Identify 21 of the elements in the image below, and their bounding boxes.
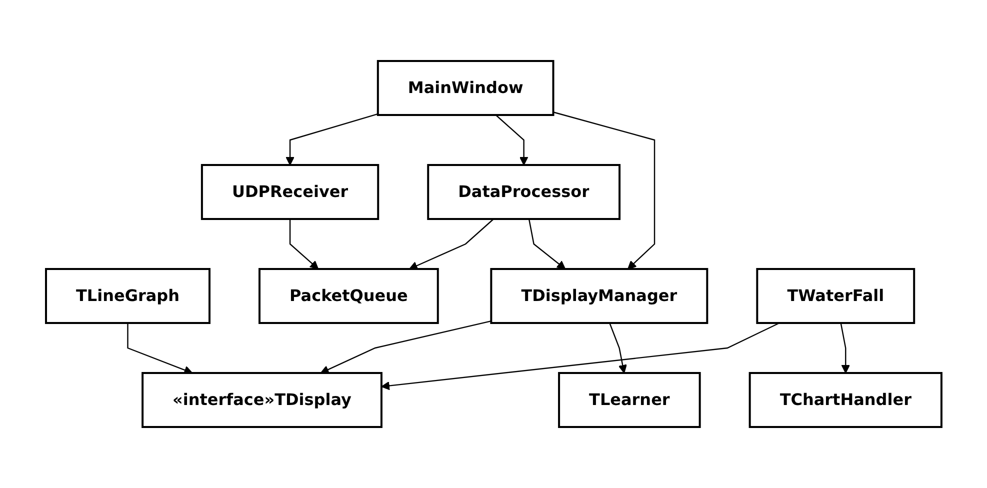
node-box: TDisplayManager (490, 268, 708, 324)
node-box: DataProcessor (426, 164, 620, 220)
node-box: TChartHandler (748, 372, 942, 428)
arrow (289, 219, 318, 270)
arrow (840, 322, 850, 374)
arrow (528, 218, 566, 270)
arrow (608, 322, 627, 374)
arrow (380, 322, 780, 390)
arrow (552, 112, 655, 270)
node-box: PacketQueue (258, 268, 439, 324)
arrow (320, 320, 492, 374)
arrow (495, 114, 528, 166)
arrow (408, 218, 494, 270)
node-box: TLearner (558, 372, 701, 428)
arrow (285, 113, 378, 166)
arrow (126, 323, 192, 374)
node-box: TWaterFall (756, 268, 915, 324)
node-box: UDPReceiver (200, 164, 379, 220)
node-box: «interface»TDisplay (141, 372, 382, 428)
node-box: MainWindow (376, 60, 554, 116)
node-box: TLineGraph (44, 268, 210, 324)
